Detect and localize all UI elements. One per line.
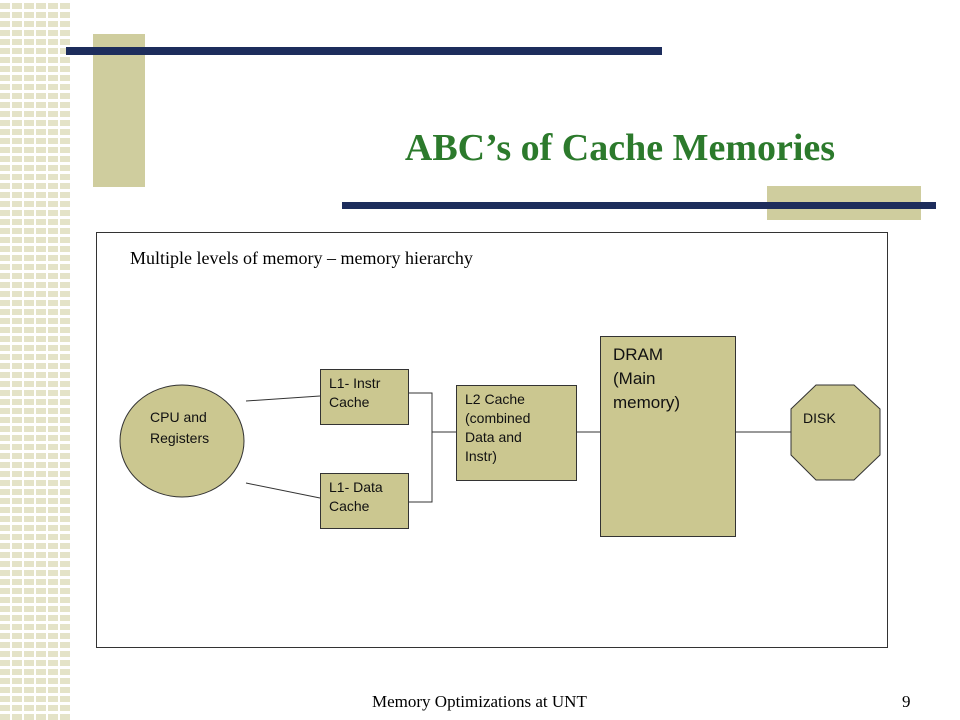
- page-number: 9: [902, 692, 911, 711]
- cpu-to-l1-data-line: [245, 482, 321, 499]
- navy-bottom-bar: [342, 202, 936, 209]
- striped-sidebar-decoration: [0, 0, 70, 720]
- cpu-label: CPU and Registers: [150, 409, 210, 446]
- slide-footer: Memory Optimizations at UNT: [372, 692, 587, 711]
- disk-label: DISK: [803, 410, 836, 426]
- l1-instr-to-bracket-line: [409, 392, 433, 503]
- slide-title: ABC’s of Cache Memories: [404, 127, 836, 169]
- cpu-ellipse: [119, 384, 245, 498]
- diagram-frame: [96, 232, 888, 648]
- l1-instr-cache-box: L1- Instr Cache: [320, 369, 409, 425]
- navy-top-bar: [66, 47, 662, 55]
- l1-data-cache-box: L1- Data Cache: [320, 473, 409, 529]
- dram-box: DRAM (Main memory): [600, 336, 736, 537]
- diagram-subtitle: Multiple levels of memory – memory hiera…: [130, 248, 473, 268]
- l2-cache-box: L2 Cache (combined Data and Instr): [456, 385, 577, 481]
- disk-octagon: [790, 384, 881, 481]
- cpu-to-l1-instr-line: [245, 395, 321, 402]
- tan-vertical-block: [93, 34, 145, 187]
